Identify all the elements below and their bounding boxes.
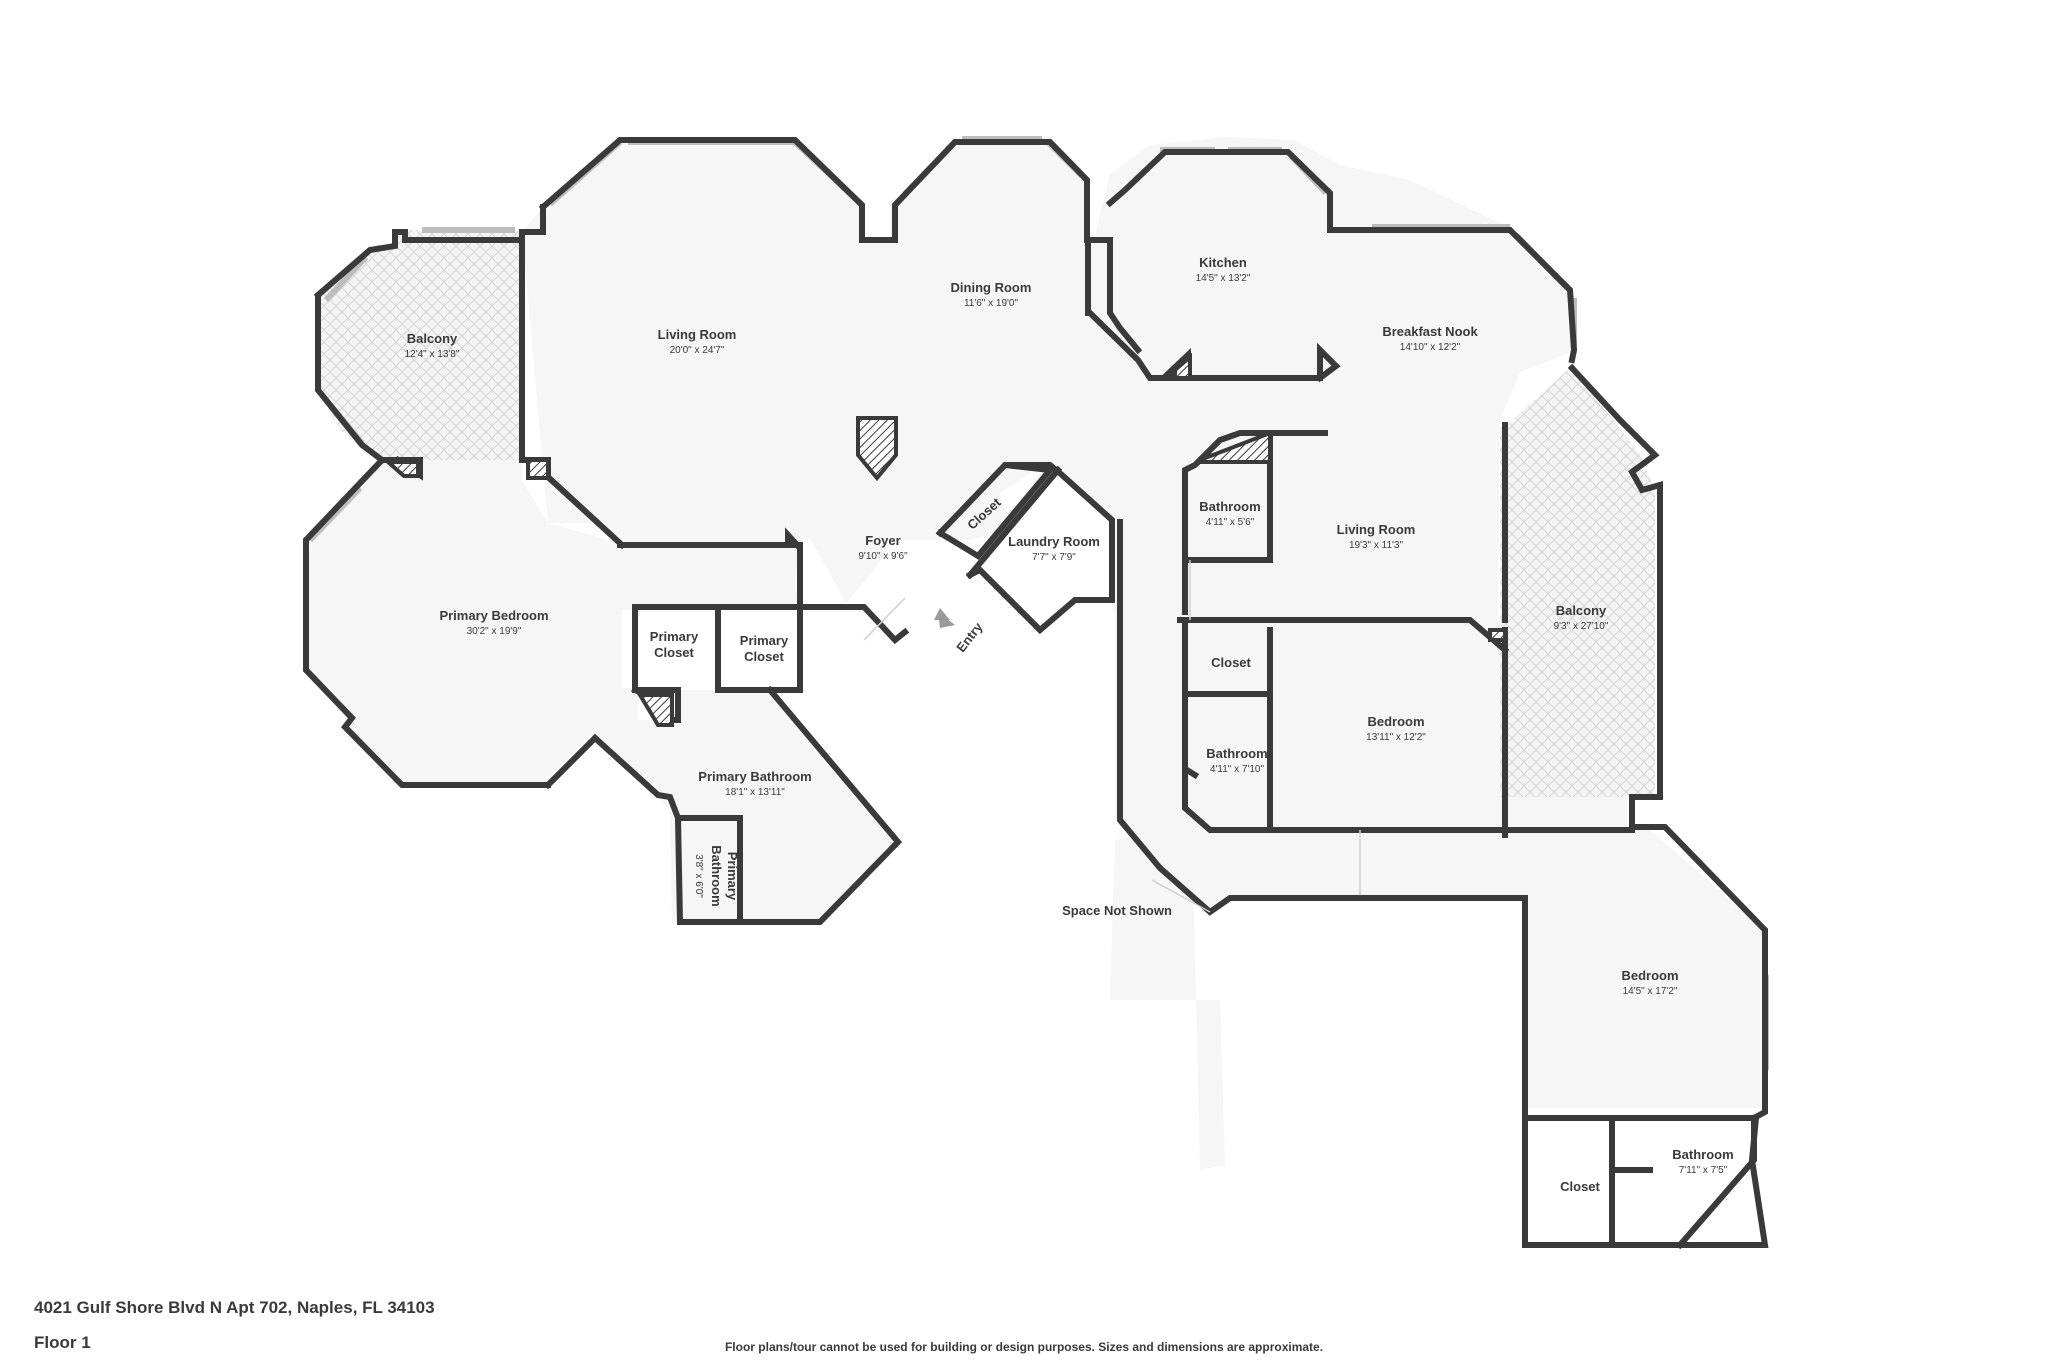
door-openings (863, 560, 1361, 913)
breakfast-nook-dim: 14'10" x 12'2" (1400, 342, 1461, 353)
disclaimer: Floor plans/tour cannot be used for buil… (724, 1340, 1324, 1354)
kitchen-dim: 14'5" x 13'2" (1196, 273, 1251, 284)
primary-bathroom-small-line2: Bathroom (709, 845, 724, 906)
bedroom-1-dim: 13'11" x 12'2" (1366, 732, 1426, 743)
living-room-2-dim: 19'3" x 11'3" (1349, 540, 1404, 551)
walls (303, 137, 1769, 1250)
primary-bathroom-small-dim: 3'8" x 6'0" (693, 854, 704, 898)
breakfast-nook-label: Breakfast Nook (1382, 324, 1478, 339)
bathroom-2-dim: 4'11" x 7'10" (1210, 764, 1265, 775)
kitchen-label: Kitchen (1199, 255, 1247, 270)
living-room-dim: 20'0" x 24'7" (670, 345, 725, 356)
closet-hall-label: Closet (1211, 655, 1251, 670)
foyer-label: Foyer (865, 533, 900, 548)
bathroom-2-label: Bathroom (1206, 746, 1267, 761)
floor-fills (305, 137, 1765, 1170)
closet-bed2-label: Closet (1560, 1179, 1600, 1194)
bedroom-2-dim: 14'5" x 17'2" (1623, 986, 1678, 997)
dining-room-label: Dining Room (951, 280, 1032, 295)
balcony-east-deck (1500, 368, 1655, 797)
entry-label: Entry (953, 619, 986, 655)
primary-closet-2-line2: Closet (744, 649, 784, 664)
primary-bedroom-floor (305, 455, 800, 785)
primary-closet-1-line2: Closet (654, 645, 694, 660)
bathroom-3-dim: 7'11" x 7'5" (1679, 1165, 1728, 1176)
living-room-2-label: Living Room (1337, 522, 1416, 537)
balcony-west-label: Balcony (407, 331, 458, 346)
living-room-label: Living Room (658, 327, 737, 342)
primary-bath-floor (595, 690, 898, 922)
space-not-shown-label: Space Not Shown (1062, 903, 1172, 918)
room-labels: Balcony 12'4" x 13'8" Living Room 20'0" … (405, 255, 1734, 1194)
bathroom-1-label: Bathroom (1199, 499, 1260, 514)
bathroom-1-dim: 4'11" x 5'6" (1206, 517, 1255, 528)
laundry-room-dim: 7'7" x 7'9" (1032, 552, 1076, 563)
foyer-dim: 9'10" x 9'6" (858, 551, 908, 562)
main-living-floor (522, 137, 1578, 1170)
dining-room-dim: 11'6" x 19'0" (964, 298, 1019, 309)
hatched-elements (382, 352, 1507, 727)
bathroom-3-label: Bathroom (1672, 1147, 1733, 1162)
primary-bedroom-dim: 30'2" x 19'9" (467, 626, 522, 637)
laundry-room-label: Laundry Room (1008, 534, 1100, 549)
property-address: 4021 Gulf Shore Blvd N Apt 702, Naples, … (34, 1298, 435, 1317)
bedroom-2-label: Bedroom (1621, 968, 1678, 983)
bedroom-1-label: Bedroom (1367, 714, 1424, 729)
primary-bedroom-label: Primary Bedroom (439, 608, 548, 623)
balcony-west-dim: 12'4" x 13'8" (405, 349, 460, 360)
balcony-west-deck (318, 230, 522, 460)
primary-closet-1-line1: Primary (650, 629, 699, 644)
balcony-east-label: Balcony (1556, 603, 1607, 618)
primary-bathroom-small-labels: Primary Bathroom 3'8" x 6'0" (693, 845, 740, 906)
primary-closet-2-line1: Primary (740, 633, 789, 648)
primary-bathroom-label: Primary Bathroom (698, 769, 811, 784)
primary-bathroom-dim: 18'1" x 13'11" (725, 787, 785, 798)
east-wing-floor (1115, 540, 1765, 1108)
balcony-east-dim: 9'3" x 27'10" (1554, 621, 1609, 632)
floor-label: Floor 1 (34, 1333, 91, 1352)
primary-bathroom-small-line1: Primary (725, 852, 740, 901)
